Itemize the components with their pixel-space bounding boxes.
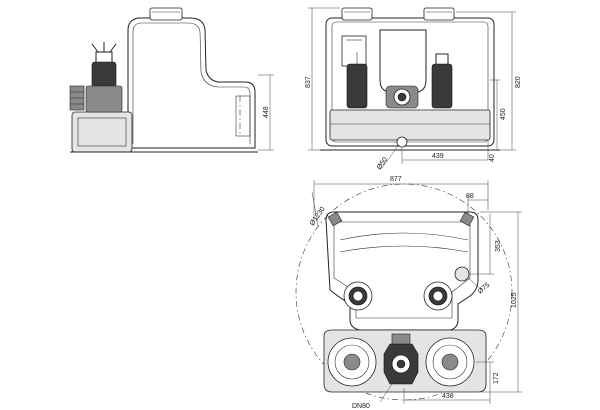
side-pump-neck [95, 51, 113, 62]
top-tank-outline [325, 211, 479, 331]
top-dia-1230-leader [311, 191, 319, 227]
front-dim-837: 837 [305, 76, 312, 88]
front-left-pump [346, 63, 368, 109]
top-dim-88: 88 [466, 193, 474, 200]
front-dim-820: 820 [515, 76, 522, 88]
top-dia-75: Ø75 [477, 282, 492, 296]
side-tank-inner [132, 22, 251, 144]
front-cap-right [423, 7, 455, 21]
front-dim-40: 40 [489, 154, 496, 162]
side-float-arms [91, 42, 117, 53]
top-dn80-leader [379, 383, 393, 403]
front-cap-left [341, 7, 373, 21]
top-valve-head [391, 333, 411, 345]
side-inlet [235, 95, 251, 137]
top-inlet-75 [454, 266, 470, 282]
top-dim-1025: 1025 [511, 292, 518, 308]
front-tank-inner [331, 21, 489, 143]
front-left-bracket [341, 35, 367, 67]
top-dia-75-leader [467, 277, 483, 291]
top-dim-438: 438 [442, 393, 454, 400]
front-dia-50: Ø50 [376, 156, 389, 171]
front-center-panel [379, 29, 427, 93]
front-dim-439: 439 [432, 153, 444, 160]
front-base [329, 109, 491, 141]
top-dim-172: 172 [493, 372, 500, 384]
top-upper-band [339, 232, 469, 241]
front-view: 837 820 450 40 439 Ø50 [305, 7, 522, 171]
side-view: 448 [69, 7, 274, 153]
side-pump-housing [85, 85, 123, 113]
top-tank-inner [333, 221, 471, 319]
top-dn80: DN80 [352, 403, 370, 410]
front-right-pump [431, 63, 453, 109]
front-right-pump-neck [435, 53, 449, 64]
front-dia-50-leader [381, 145, 399, 169]
top-fitting-right [459, 211, 475, 227]
front-outlet [396, 136, 408, 148]
front-dim-450: 450 [500, 108, 507, 120]
top-dim-353: 353 [495, 240, 502, 252]
side-dim-448: 448 [263, 106, 270, 118]
side-tank-outline [127, 17, 256, 149]
top-view: 877 88 Ø1230 Ø75 353 [295, 176, 522, 410]
side-cap [149, 7, 183, 21]
top-outline-circle [295, 183, 513, 401]
front-tank-outline [325, 17, 495, 147]
top-fitting-left [327, 211, 343, 227]
side-base-inner [77, 117, 127, 147]
top-dim-877: 877 [390, 176, 402, 183]
